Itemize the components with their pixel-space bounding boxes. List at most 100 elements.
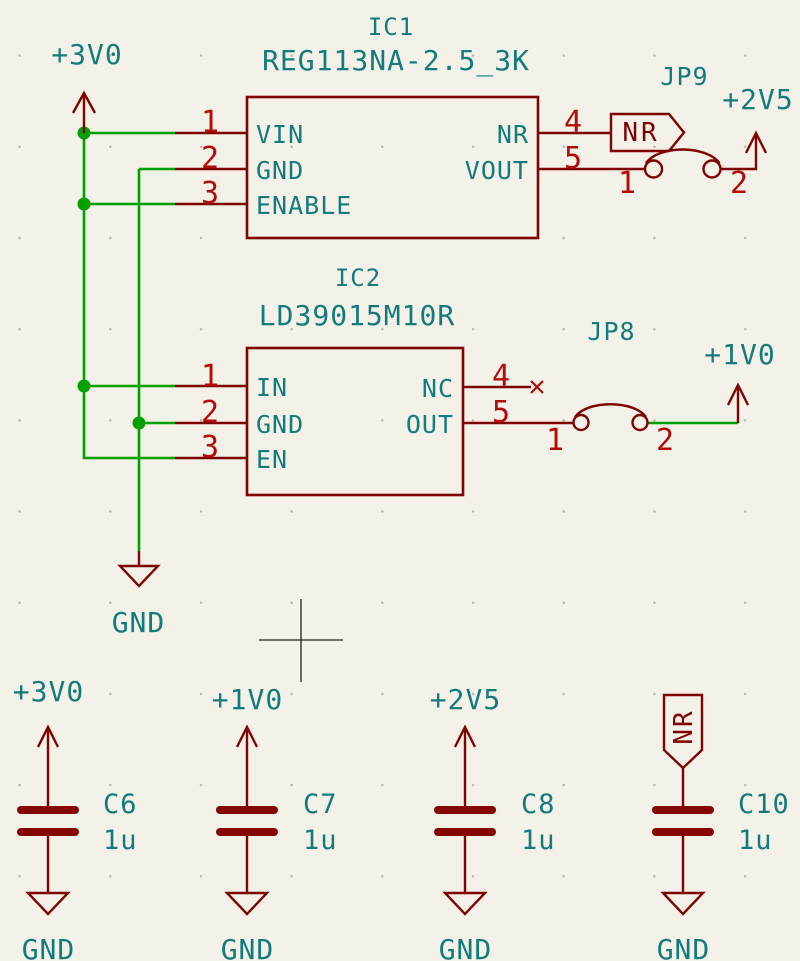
jp8-pad2[interactable] bbox=[631, 413, 649, 432]
gnd-label-main[interactable]: GND bbox=[111, 606, 166, 639]
power-flag-2v5-arrow[interactable] bbox=[744, 130, 768, 154]
jp9-pad-num-1[interactable]: 1 bbox=[617, 166, 637, 201]
c7-ref[interactable]: C7 bbox=[303, 789, 338, 820]
jp9-pad-num-2[interactable]: 2 bbox=[729, 166, 749, 201]
jp8-pad-num-2[interactable]: 2 bbox=[655, 423, 675, 458]
ic2-pin-num-5[interactable]: 5 bbox=[491, 395, 511, 430]
c10-plate-top[interactable] bbox=[652, 806, 714, 814]
ic1-pin-num-1[interactable]: 1 bbox=[200, 105, 220, 140]
ic1-body[interactable] bbox=[245, 95, 540, 240]
junction-dot[interactable] bbox=[77, 197, 91, 211]
c8-plate-bottom[interactable] bbox=[434, 828, 496, 836]
ic1-pin-name-gnd[interactable]: GND bbox=[256, 156, 305, 185]
c6-power-arrow[interactable] bbox=[36, 724, 60, 748]
ic2-value[interactable]: LD39015M10R bbox=[258, 299, 456, 332]
c7-value[interactable]: 1u bbox=[303, 825, 338, 856]
junction-dot[interactable] bbox=[132, 416, 146, 430]
ic2-pin-name-gnd[interactable]: GND bbox=[256, 410, 305, 439]
jp9-arc[interactable] bbox=[645, 148, 721, 164]
power-label-2v5[interactable]: +2V5 bbox=[722, 83, 794, 116]
ic1-pin-name-nr[interactable]: NR bbox=[496, 120, 529, 149]
junction-dots[interactable] bbox=[77, 126, 146, 430]
c10-value[interactable]: 1u bbox=[738, 825, 773, 856]
c8-gnd-label[interactable]: GND bbox=[438, 933, 493, 961]
c6-plate-bottom[interactable] bbox=[17, 828, 79, 836]
ic1-pin-stubs[interactable] bbox=[175, 131, 645, 206]
c7-power-arrow[interactable] bbox=[235, 724, 259, 748]
ic2-ref[interactable]: IC2 bbox=[334, 264, 382, 292]
power-flag-3v0-arrow[interactable] bbox=[71, 90, 97, 114]
jp8-arc[interactable] bbox=[574, 403, 647, 418]
ic1-pin-num-3[interactable]: 3 bbox=[200, 176, 220, 211]
c10-gnd-label[interactable]: GND bbox=[656, 933, 711, 961]
c7-plate-top[interactable] bbox=[216, 806, 278, 814]
power-flag-3v0[interactable] bbox=[71, 90, 97, 133]
jp9-out-wire[interactable] bbox=[720, 135, 758, 171]
jp9-pad2[interactable] bbox=[702, 159, 722, 179]
ic2-pin-num-1[interactable]: 1 bbox=[200, 359, 220, 394]
jp8-symbol[interactable] bbox=[572, 403, 649, 432]
jp9-symbol[interactable] bbox=[643, 135, 758, 179]
c8-gnd-triangle[interactable] bbox=[442, 891, 488, 916]
ic2-symbol[interactable] bbox=[175, 346, 573, 497]
c10-nr-label-shape[interactable] bbox=[662, 693, 704, 770]
c7-gnd-triangle[interactable] bbox=[224, 891, 270, 916]
capacitor-c8-symbol[interactable] bbox=[434, 724, 496, 916]
nr-global-label-shape[interactable] bbox=[609, 112, 686, 153]
c6-net-top-label[interactable]: +3V0 bbox=[12, 675, 85, 708]
c8-plate-top[interactable] bbox=[434, 806, 496, 814]
gnd-triangle[interactable] bbox=[117, 564, 161, 588]
power-flag-1v0[interactable] bbox=[726, 382, 750, 423]
c6-gnd-label[interactable]: GND bbox=[21, 933, 76, 961]
ic2-pin-name-en[interactable]: EN bbox=[256, 445, 289, 474]
ic1-pin-name-vin[interactable]: VIN bbox=[256, 120, 305, 149]
c6-value[interactable]: 1u bbox=[103, 825, 138, 856]
ic1-value[interactable]: REG113NA-2.5_3K bbox=[262, 44, 530, 77]
c7-net-top-label[interactable]: +1V0 bbox=[211, 683, 284, 716]
jp9-ref[interactable]: JP9 bbox=[660, 62, 709, 91]
wire-3v0-bus[interactable] bbox=[82, 131, 175, 460]
ic1-pin-num-4[interactable]: 4 bbox=[563, 105, 583, 140]
wire-gnd-bus[interactable] bbox=[137, 167, 175, 551]
c8-power-arrow[interactable] bbox=[453, 724, 477, 748]
ic2-pin-name-in[interactable]: IN bbox=[256, 373, 289, 402]
ic1-pin-name-enable[interactable]: ENABLE bbox=[256, 191, 353, 220]
c7-plate-bottom[interactable] bbox=[216, 828, 278, 836]
nr-global-label-text[interactable]: NR bbox=[622, 118, 660, 148]
capacitor-c7-symbol[interactable] bbox=[216, 724, 278, 916]
ic2-pin-num-4[interactable]: 4 bbox=[491, 359, 511, 394]
c7-gnd-label[interactable]: GND bbox=[220, 933, 275, 961]
capacitor-c6-symbol[interactable] bbox=[17, 724, 79, 916]
ic2-pin-num-3[interactable]: 3 bbox=[200, 430, 220, 465]
c10-ref[interactable]: C10 bbox=[738, 789, 790, 820]
c6-plate-top[interactable] bbox=[17, 806, 79, 814]
power-label-1v0-jp8[interactable]: +1V0 bbox=[704, 338, 776, 371]
ic1-pin-num-5[interactable]: 5 bbox=[563, 141, 583, 176]
ic2-pin-stubs[interactable] bbox=[175, 384, 573, 460]
no-connect-icon[interactable] bbox=[530, 380, 544, 394]
jp8-ref[interactable]: JP8 bbox=[587, 317, 636, 346]
c8-value[interactable]: 1u bbox=[521, 825, 556, 856]
c8-net-top-label[interactable]: +2V5 bbox=[429, 683, 502, 716]
ic2-pin-name-nc[interactable]: NC bbox=[421, 374, 454, 403]
wires[interactable] bbox=[82, 131, 738, 551]
gnd-symbol-main[interactable] bbox=[117, 551, 161, 588]
c10-gnd-triangle[interactable] bbox=[660, 891, 706, 916]
jp8-pad1[interactable] bbox=[572, 413, 590, 432]
jp8-pad-num-1[interactable]: 1 bbox=[545, 423, 565, 458]
c10-nr-label-text[interactable]: NR bbox=[669, 709, 699, 745]
c6-gnd-triangle[interactable] bbox=[25, 891, 71, 916]
ic2-body[interactable] bbox=[245, 346, 465, 497]
power-flag-1v0-arrow[interactable] bbox=[726, 382, 750, 406]
ic1-pin-num-2[interactable]: 2 bbox=[200, 141, 220, 176]
junction-dot[interactable] bbox=[77, 379, 91, 393]
capacitor-c10-symbol[interactable] bbox=[652, 693, 714, 916]
ic1-pin-name-vout[interactable]: VOUT bbox=[464, 156, 529, 185]
ic1-ref[interactable]: IC1 bbox=[367, 13, 415, 41]
ic2-pin-name-out[interactable]: OUT bbox=[405, 410, 454, 439]
c8-ref[interactable]: C8 bbox=[521, 789, 556, 820]
power-label-3v0-top[interactable]: +3V0 bbox=[51, 38, 123, 71]
ic1-symbol[interactable] bbox=[175, 95, 645, 240]
c10-plate-bottom[interactable] bbox=[652, 828, 714, 836]
ic2-pin-num-2[interactable]: 2 bbox=[200, 395, 220, 430]
